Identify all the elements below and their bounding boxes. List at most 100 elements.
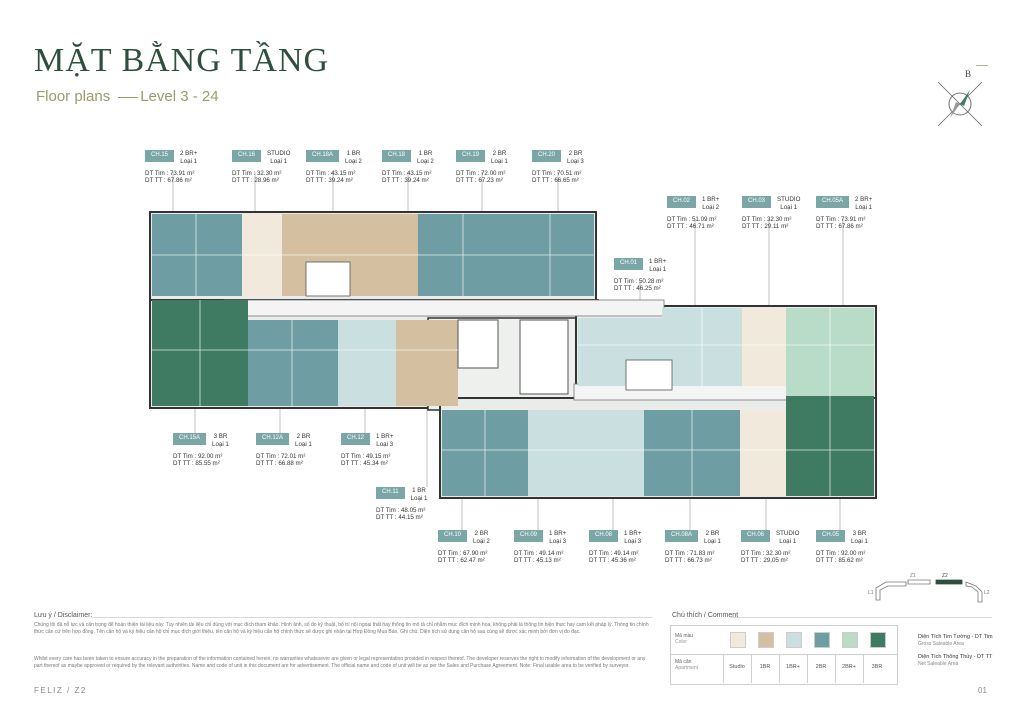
footer-project: FELIZ / Z2 [34,686,87,695]
key-plan: L1 Z1 Z2 L2 [868,573,990,603]
unit-code: CH.06 [741,530,771,542]
legend-swatch-2br [814,632,830,648]
compass-letter: B [965,69,971,79]
legend-title: Chú thích / Comment [672,612,739,619]
unit-code: CH.09 [514,530,544,542]
unit-code: CH.19 [456,150,486,162]
legend-swatch-studio [730,632,746,648]
disclaimer-en: Whilst every care has been taken to ensu… [34,656,646,669]
legend-type-vi: Mã căn [675,659,692,665]
unit-code: CH.03 [742,196,772,208]
keyplan-l2: L2 [984,590,990,596]
unit-code: CH.15A [173,433,207,445]
unit-code: CH.12 [341,433,371,445]
legend-swatch-3br [870,632,886,648]
unit-code: CH.08A [665,530,699,542]
disclaimer-vi: Chúng tôi đã nỗ lực và cẩn trọng để hoàn… [34,622,649,635]
legend-type: 1BR [759,664,771,670]
legend-box: Mã màu Color Mã căn Apartment Studio 1BR 1… [670,625,898,685]
unit-code: CH.15 [145,150,175,162]
page-number: 01 [978,686,987,695]
area-note-net: Diện Tích Thông Thủy - DT TT Net Saleabl… [918,654,992,668]
unit-type: 1 BR+Loại 3 [624,530,642,545]
keyplan-l1: L1 [868,590,874,596]
disclaimer-title: Lưu ý / Disclaimer: [34,612,93,619]
unit-code: CH.02 [667,196,697,208]
unit-code: CH.18A [306,150,340,162]
area-note-gross: Diện Tích Tim Tường - DT Tim Gross Salea… [918,634,993,648]
unit-code: CH.18 [382,150,412,162]
unit-type: 2 BR+Loại 1 [180,150,198,165]
legend-type: 3BR [871,664,883,670]
legend-color-en: Color [675,639,687,645]
unit-code: CH.01 [614,258,644,270]
note-net-en: Net Saleable Area [918,661,959,668]
legend-type: 1BR+ [786,664,800,670]
level-text: Level 3 - 24 [140,88,219,105]
unit-code: CH.20 [532,150,562,162]
compass-icon: B [937,69,983,127]
unit-code: CH.05A [816,196,850,208]
note-gross-vi: Diện Tích Tim Tường - DT Tim [918,634,993,640]
unit-code: CH.08 [589,530,619,542]
legend-type: 2BR+ [842,664,856,670]
legend-type-label: Mã căn Apartment [675,659,698,671]
unit-type: 1 BR+Loại 3 [549,530,567,545]
keyplan-z2: Z2 [942,573,948,579]
top-mark [976,65,988,66]
unit-code: CH.11 [376,487,405,499]
unit-code: CH.10 [438,530,468,542]
unit-type: 1 BR+Loại 1 [649,258,667,273]
unit-type: 1 BR+Loại 3 [376,433,394,448]
legend-type: 2BR [815,664,827,670]
unit-code: CH.16 [232,150,262,162]
keyplan-z1: Z1 [910,573,916,579]
note-gross-en: Gross Saleable Area [918,641,964,648]
legend-color-vi: Mã màu [675,633,694,639]
legend-type: Studio [729,664,745,670]
legend-color-label: Mã màu Color [675,633,693,645]
